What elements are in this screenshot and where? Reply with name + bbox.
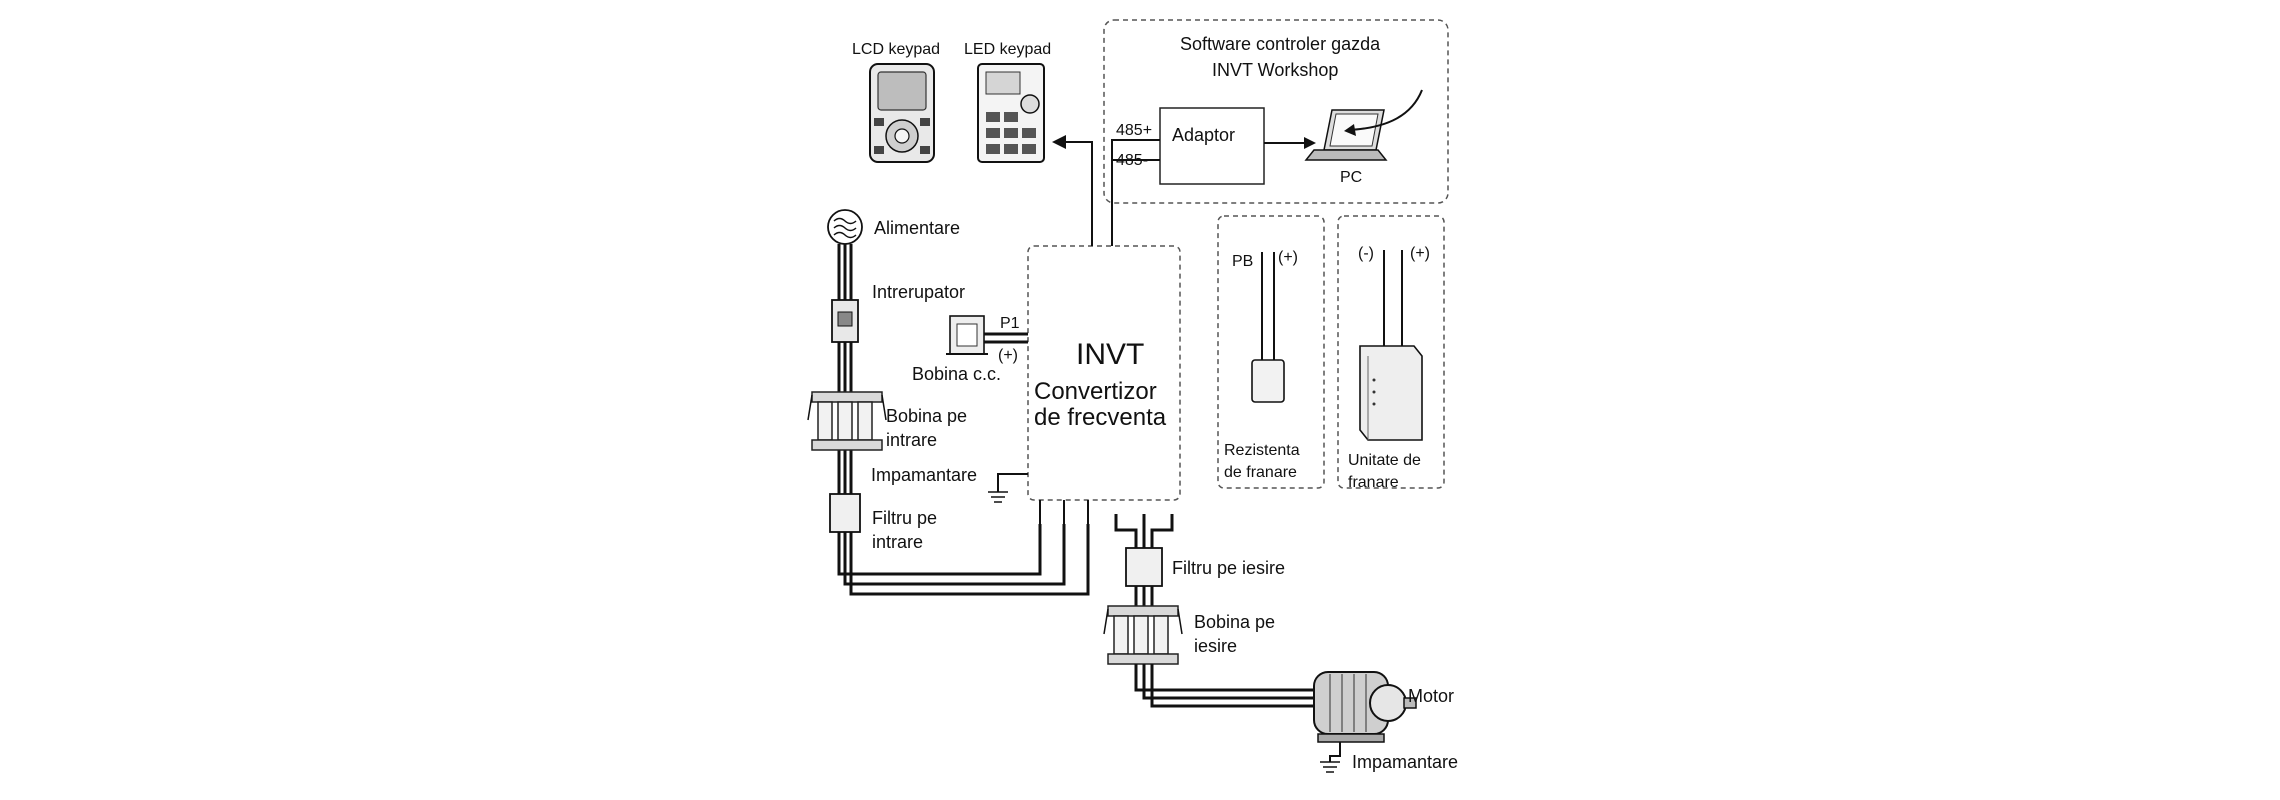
rs485-plus-wire xyxy=(1111,139,1160,246)
alimentare-label: Alimentare xyxy=(874,218,960,238)
input-filter-icon xyxy=(829,493,861,533)
port-485-plus: 485+ xyxy=(1116,122,1152,139)
brake-unit-icon xyxy=(1359,345,1423,441)
led-keypad-label: LED keypad xyxy=(964,41,1051,58)
breaker-icon xyxy=(831,299,859,343)
motor-label: Motor xyxy=(1408,686,1454,706)
output-line-u xyxy=(1114,514,1138,548)
motor-route-u xyxy=(1134,664,1314,692)
inverter-box xyxy=(1027,245,1181,501)
filtru-intrare-label-2: intrare xyxy=(872,532,923,552)
left-ground-wire xyxy=(997,473,1028,492)
output-line-w xyxy=(1150,514,1174,548)
bobina-cc-label: Bobina c.c. xyxy=(912,364,1001,384)
motor-ground-icon xyxy=(1320,761,1340,773)
brake-unit-group xyxy=(1337,215,1445,489)
adaptor-box xyxy=(1159,107,1265,185)
filtru-iesire-label: Filtru pe iesire xyxy=(1172,558,1285,578)
software-group-box xyxy=(1103,19,1449,204)
power-source-icon xyxy=(827,209,863,245)
pc-cable xyxy=(1349,89,1423,131)
output-reactor-icon xyxy=(1103,605,1183,665)
bobina-intrare-label-2: intrare xyxy=(886,430,937,450)
keypad-comm-arrowhead xyxy=(1052,135,1066,149)
adaptor-to-pc-arrowhead xyxy=(1304,137,1316,149)
lcd-keypad-label: LCD keypad xyxy=(852,41,940,58)
bobina-iesire-label-1: Bobina pe xyxy=(1194,612,1275,632)
unitate-label-1: Unitate de xyxy=(1348,452,1421,469)
pb-plus-label: (+) xyxy=(1278,249,1298,266)
lcd-keypad-icon xyxy=(869,63,935,163)
unit-minus-label: (-) xyxy=(1358,245,1374,262)
motor-ground-wire xyxy=(1329,742,1341,762)
pc-cable-arrowhead xyxy=(1344,124,1356,136)
input-route-2 xyxy=(843,524,1066,586)
laptop-icon xyxy=(1304,109,1388,161)
adaptor-label: Adaptor xyxy=(1172,125,1235,145)
bobina-iesire-label-2: iesire xyxy=(1194,636,1237,656)
dc-choke-icon xyxy=(946,315,988,355)
rezistenta-label-2: de franare xyxy=(1224,464,1297,481)
impamantare-left-label: Impamantare xyxy=(871,465,977,485)
inverter-subtitle-line2: de frecventa xyxy=(1034,404,1167,431)
output-filter-icon xyxy=(1125,547,1163,587)
intrerupator-label: Intrerupator xyxy=(872,282,965,302)
left-ground-icon xyxy=(988,491,1008,503)
led-keypad-icon xyxy=(977,63,1045,163)
pb-label: PB xyxy=(1232,253,1253,270)
keypad-comm-wire xyxy=(1064,141,1093,246)
input-route-3 xyxy=(849,524,1090,596)
brake-resistor-group xyxy=(1217,215,1325,489)
pc-label: PC xyxy=(1340,169,1362,186)
inverter-subtitle-line1: Convertizor xyxy=(1034,378,1157,405)
p1-label: P1 xyxy=(1000,315,1020,332)
motor-route-v xyxy=(1142,664,1314,700)
software-title-line2: INVT Workshop xyxy=(1212,60,1338,80)
inverter-title: INVT xyxy=(1076,338,1144,371)
input-route-1 xyxy=(837,524,1042,576)
rezistenta-label-1: Rezistenta xyxy=(1224,442,1300,459)
motor-icon xyxy=(1313,671,1417,743)
input-reactor-icon xyxy=(807,391,887,451)
filtru-intrare-label-1: Filtru pe xyxy=(872,508,937,528)
motor-route-w xyxy=(1150,664,1314,708)
unit-plus-label: (+) xyxy=(1410,245,1430,262)
bobina-intrare-label-1: Bobina pe xyxy=(886,406,967,426)
brake-resistor-icon xyxy=(1251,359,1285,403)
impamantare-motor-label: Impamantare xyxy=(1352,752,1458,772)
dc-plus-label: (+) xyxy=(998,347,1018,364)
software-title-line1: Software controler gazda xyxy=(1180,34,1381,54)
unitate-label-2: franare xyxy=(1348,474,1399,491)
